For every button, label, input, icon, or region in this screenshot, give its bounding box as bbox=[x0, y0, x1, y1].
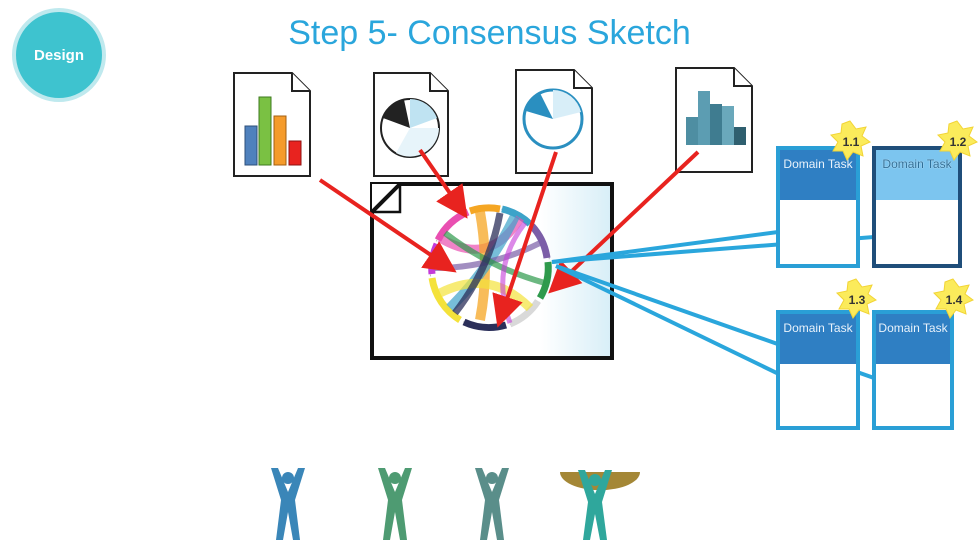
pie-chart-blue-document-icon bbox=[515, 69, 593, 174]
design-badge-label: Design bbox=[33, 46, 84, 64]
red-arrows bbox=[318, 148, 700, 328]
domain-task-header: Domain Task bbox=[876, 150, 958, 200]
domain-task-1-2[interactable]: Domain Task bbox=[872, 146, 962, 268]
task-number-1-3: 1.3 bbox=[848, 293, 866, 307]
pie-chart-document-icon bbox=[373, 72, 449, 177]
task-number-1-1: 1.1 bbox=[842, 135, 860, 149]
domain-task-1-1[interactable]: Domain Task bbox=[776, 146, 860, 268]
page-title: Step 5- Consensus Sketch bbox=[288, 14, 691, 52]
histogram-document-icon bbox=[675, 67, 753, 173]
task-number-1-2: 1.2 bbox=[949, 135, 967, 149]
domain-task-header: Domain Task bbox=[876, 314, 950, 364]
domain-task-1-4[interactable]: Domain Task bbox=[872, 310, 954, 430]
task-number-1-4: 1.4 bbox=[945, 293, 963, 307]
people-icon bbox=[271, 468, 640, 540]
arrow-pie-to-sketch bbox=[418, 148, 468, 219]
arrow-bluepie-to-sketch bbox=[492, 151, 558, 328]
domain-task-header: Domain Task bbox=[780, 314, 856, 364]
domain-task-1-3[interactable]: Domain Task bbox=[776, 310, 860, 430]
arrow-sketch-to-task-1-3 bbox=[555, 264, 822, 396]
arrow-sketch-to-task-1-4 bbox=[555, 264, 932, 402]
bar-chart-document-icon bbox=[233, 72, 311, 177]
arrow-sketch-to-task-1-1 bbox=[551, 218, 812, 264]
arrow-histogram-to-sketch bbox=[548, 150, 700, 294]
domain-task-header: Domain Task bbox=[780, 150, 856, 200]
design-badge: Design bbox=[12, 8, 106, 102]
arrow-bar-to-sketch bbox=[318, 178, 457, 273]
